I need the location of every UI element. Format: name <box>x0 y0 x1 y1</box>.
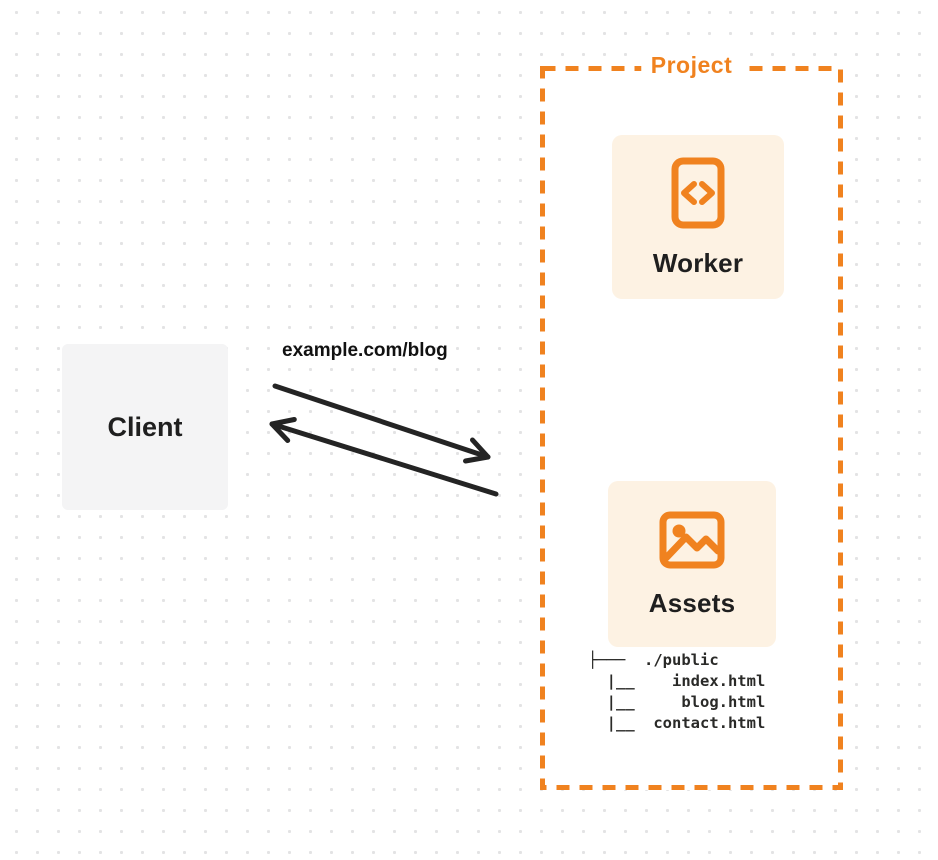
client-node: Client <box>62 344 228 510</box>
assets-label: Assets <box>648 587 736 618</box>
assets-node: Assets <box>608 481 776 647</box>
assets-file-tree: ├─── ./public |__ index.html |__ blog.ht… <box>588 651 766 732</box>
project-container: Project Worker Assets ├─── ./public |__ … <box>540 52 843 790</box>
image-icon <box>659 511 725 568</box>
worker-node: Worker <box>612 135 784 299</box>
client-label: Client <box>107 411 183 442</box>
request-url-label: example.com/blog <box>282 340 448 361</box>
response-arrow <box>269 417 499 497</box>
project-title: Project <box>640 52 743 79</box>
worker-label: Worker <box>652 247 744 278</box>
code-file-icon <box>671 157 725 228</box>
request-arrow <box>272 383 491 464</box>
